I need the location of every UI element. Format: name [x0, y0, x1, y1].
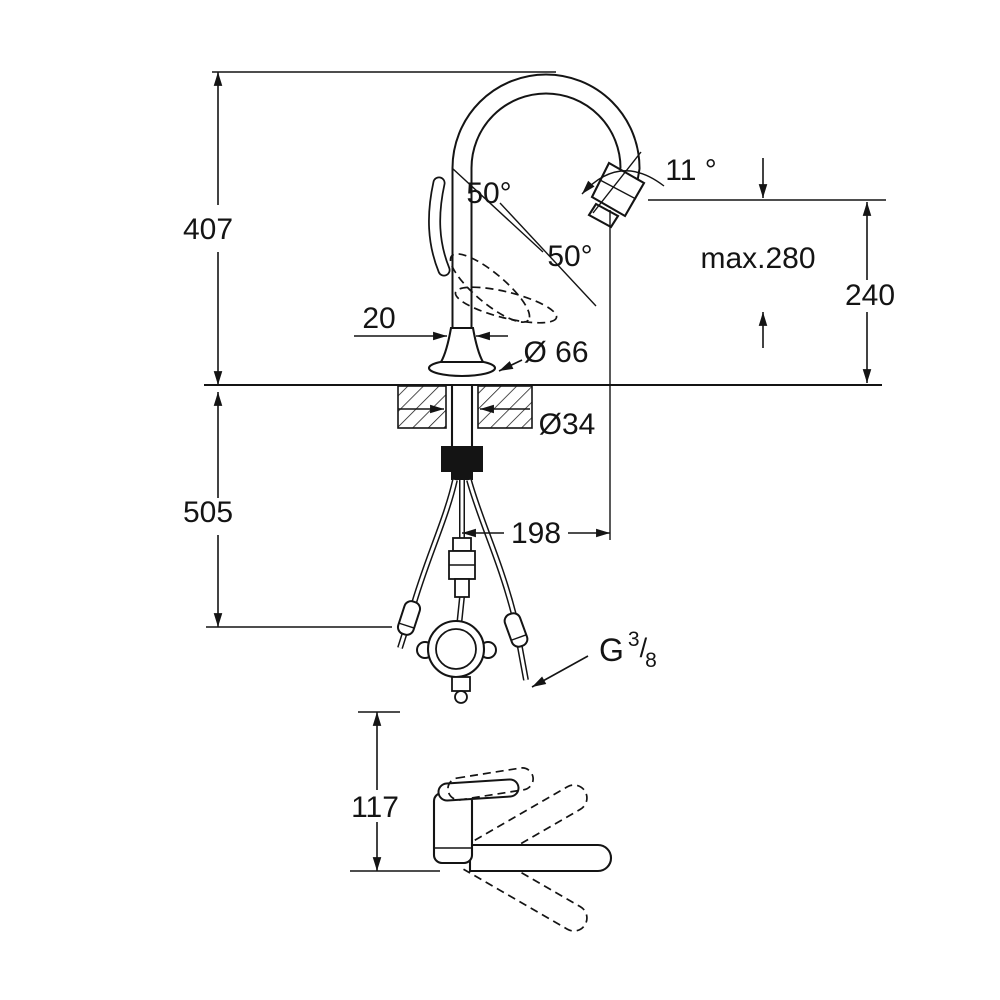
dimension-hole-diameter: Ø34	[398, 404, 596, 441]
lever-handle-inner	[429, 178, 449, 275]
dimension-240-max280: 240 max.280	[648, 158, 895, 383]
swivel-angle-line-1	[499, 202, 597, 307]
spray-head-joint	[599, 179, 637, 200]
mounting-nut	[441, 446, 483, 472]
dimension-198: 198	[462, 210, 611, 550]
hose-connector-left	[396, 600, 422, 636]
dim-117-label: 117	[351, 791, 399, 824]
spray-axis-line	[592, 151, 642, 214]
angle-labels: 50° 50° 11 °	[466, 154, 716, 273]
spout-tube-inner	[453, 75, 639, 345]
check-valve-top	[452, 537, 472, 552]
dimension-407: 407	[183, 71, 556, 385]
dim-66-label: Ø 66	[523, 336, 588, 369]
counter-hatch-left	[397, 385, 447, 429]
supply-hose-right-inner	[467, 479, 528, 681]
countertop	[204, 383, 882, 429]
dim-max280-label: max.280	[700, 242, 815, 275]
side-view: 117	[350, 711, 613, 932]
spout-side-view	[468, 843, 613, 873]
lever-alt-position-2	[454, 286, 558, 324]
dim-34-label: Ø34	[539, 408, 596, 441]
dim-407-label: 407	[183, 213, 233, 246]
dim-505-label: 505	[183, 496, 233, 529]
dim-198-label: 198	[511, 517, 561, 550]
dimension-base-diameter: Ø 66	[498, 336, 589, 372]
under-counter-assembly	[396, 385, 529, 704]
hose-end-cap	[454, 690, 468, 704]
swivel-angle-line-2	[451, 167, 544, 253]
dimension-505: 505	[183, 392, 392, 628]
spout-alt-down	[463, 846, 588, 932]
dim-240-label: 240	[845, 279, 895, 312]
body-side-view	[432, 791, 474, 865]
thread-leader-arrow	[531, 655, 589, 688]
swivel-front-label: 50°	[466, 177, 511, 210]
tilt-angle-label: 11 °	[665, 154, 716, 187]
hose-connector-right	[503, 612, 529, 648]
check-valve-bottom	[454, 578, 470, 598]
lever-alt-dashed	[447, 767, 534, 801]
swivel-back-label: 50°	[547, 240, 592, 273]
mounting-collar	[451, 472, 473, 480]
dim-20-label: 20	[362, 302, 395, 335]
tilt-angle-arc	[581, 170, 665, 195]
lever-side-inner	[439, 780, 518, 800]
body-cone	[439, 326, 485, 364]
spout-alt-up	[463, 784, 588, 870]
hose-end-fitting	[451, 676, 471, 692]
counter-hatch-right	[477, 385, 533, 429]
dimension-20: 20	[354, 302, 508, 341]
hose-weight-inner	[435, 628, 477, 670]
